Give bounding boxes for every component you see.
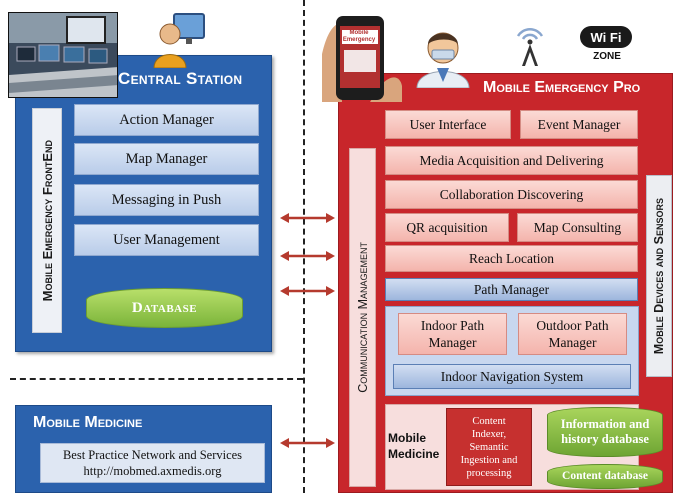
mobile-medicine-title: Mobile Medicine (33, 414, 143, 431)
horizontal-separator (10, 378, 303, 380)
phone-screen-line1: Mobile (349, 30, 369, 36)
mobile-medicine-description: Best Practice Network and Services http:… (40, 443, 265, 483)
content-indexer-line1: Content (472, 415, 506, 427)
wifi-zone-text: ZONE (593, 51, 621, 62)
content-database: Content database (547, 464, 663, 489)
indoor-path-manager-box: Indoor Path Manager (398, 313, 507, 355)
wifi-zone-logo: Wi Fi ZONE (578, 26, 636, 70)
antenna-icon (512, 22, 548, 66)
double-arrow-2 (280, 251, 335, 261)
devices-sensors-box: Mobile Devices and Sensors (646, 175, 672, 377)
information-history-database: Information and history database (547, 407, 663, 457)
mobile-medicine-label-line1: Mobile (388, 431, 426, 445)
collaboration-discovering-box: Collaboration Discovering (385, 180, 638, 209)
mobile-medicine-url: http://mobmed.axmedis.org (83, 464, 222, 478)
indoor-path-line2: Manager (428, 335, 477, 350)
control-room-photo (8, 12, 118, 98)
action-manager-box: Action Manager (74, 104, 259, 136)
wifi-brand: Wi Fi (580, 26, 632, 48)
phone-in-hand-photo (322, 14, 402, 102)
event-manager-box: Event Manager (520, 110, 638, 139)
outdoor-path-manager-box: Outdoor Path Manager (518, 313, 627, 355)
messaging-push-box: Messaging in Push (74, 184, 259, 216)
operator-computer-icon (150, 12, 216, 69)
mobile-medicine-line1: Best Practice Network and Services (62, 448, 243, 462)
mobile-medicine-module-label: Mobile Medicine (388, 430, 439, 462)
outdoor-path-line1: Outdoor Path (536, 318, 609, 333)
info-db-line1: Information and (560, 417, 650, 431)
phone-screen-line2: Emergency (342, 37, 376, 43)
devices-sensors-label: Mobile Devices and Sensors (652, 197, 666, 355)
map-consulting-box: Map Consulting (517, 213, 638, 242)
vertical-separator (303, 0, 305, 493)
database-label: Database (86, 288, 243, 328)
outdoor-path-line2: Manager (548, 335, 597, 350)
content-indexer-box: Content Indexer, Semantic Ingestion and … (446, 408, 532, 486)
mobile-medicine-label-line2: Medicine (388, 447, 440, 461)
communication-management-label: Communication Management (355, 242, 370, 393)
path-manager-box: Path Manager (385, 278, 638, 301)
user-interface-box: User Interface (385, 110, 511, 139)
content-indexer-line2: Indexer, (471, 428, 507, 440)
media-acquisition-box: Media Acquisition and Delivering (385, 146, 638, 175)
double-arrow-4 (280, 438, 335, 448)
doctor-icon (413, 22, 473, 89)
content-indexer-line4: Ingestion and (460, 454, 518, 466)
content-indexer-line5: processing (466, 467, 512, 479)
frontend-label: Mobile Emergency FrontEnd (39, 139, 55, 302)
double-arrow-3 (280, 286, 335, 296)
indoor-path-line1: Indoor Path (420, 318, 485, 333)
communication-management-box: Communication Management (349, 148, 376, 487)
phone-screen-text: Mobile Emergency (341, 30, 377, 44)
database-cylinder: Database (86, 288, 243, 328)
content-indexer-line3: Semantic (469, 441, 509, 453)
double-arrow-1 (280, 213, 335, 223)
map-manager-box: Map Manager (74, 143, 259, 175)
reach-location-box: Reach Location (385, 245, 638, 272)
user-management-box: User Management (74, 224, 259, 256)
frontend-label-box: Mobile Emergency FrontEnd (32, 108, 62, 333)
indoor-navigation-box: Indoor Navigation System (393, 364, 631, 389)
mobile-emergency-title: Mobile Emergency Pro (483, 79, 641, 96)
info-db-line2: history database (561, 432, 649, 446)
qr-acquisition-box: QR acquisition (385, 213, 509, 242)
central-station-title: Central Station (118, 69, 243, 88)
